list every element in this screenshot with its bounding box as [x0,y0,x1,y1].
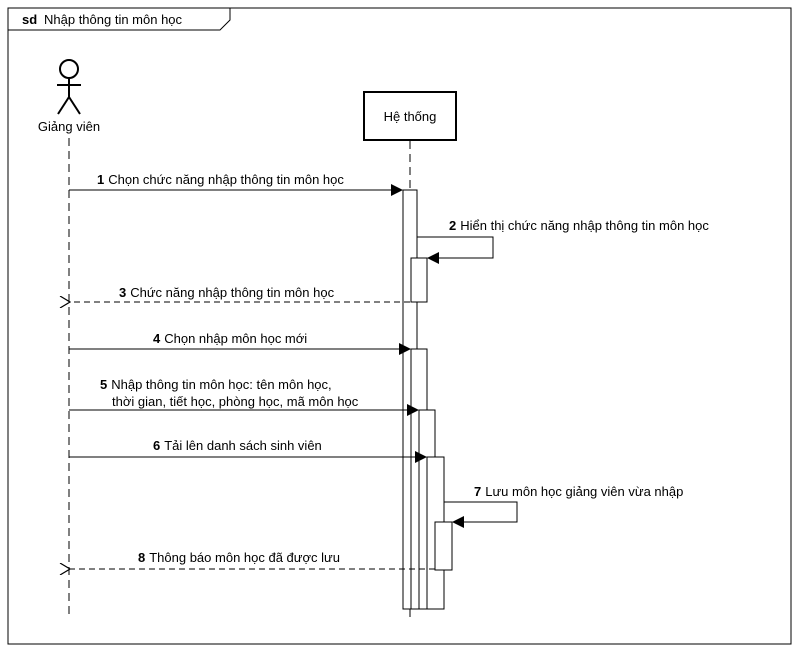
activation-bar-2 [410,257,428,303]
frame-border [7,7,792,645]
actor-icon [57,59,81,115]
activation-bar-6 [434,521,453,571]
message-2-arrow [417,236,494,264]
system-label: Hệ thống [384,109,437,124]
system-box [363,91,457,141]
message-7-arrow [444,501,518,528]
message-5-label-line2: thời gian, tiết học, phòng học, mã môn h… [112,394,359,409]
frame-tag [7,7,231,31]
actor-label: Giảng viên [38,119,100,134]
frame-keyword: sd [22,12,37,27]
frame-title: Nhập thông tin môn học [44,12,183,27]
